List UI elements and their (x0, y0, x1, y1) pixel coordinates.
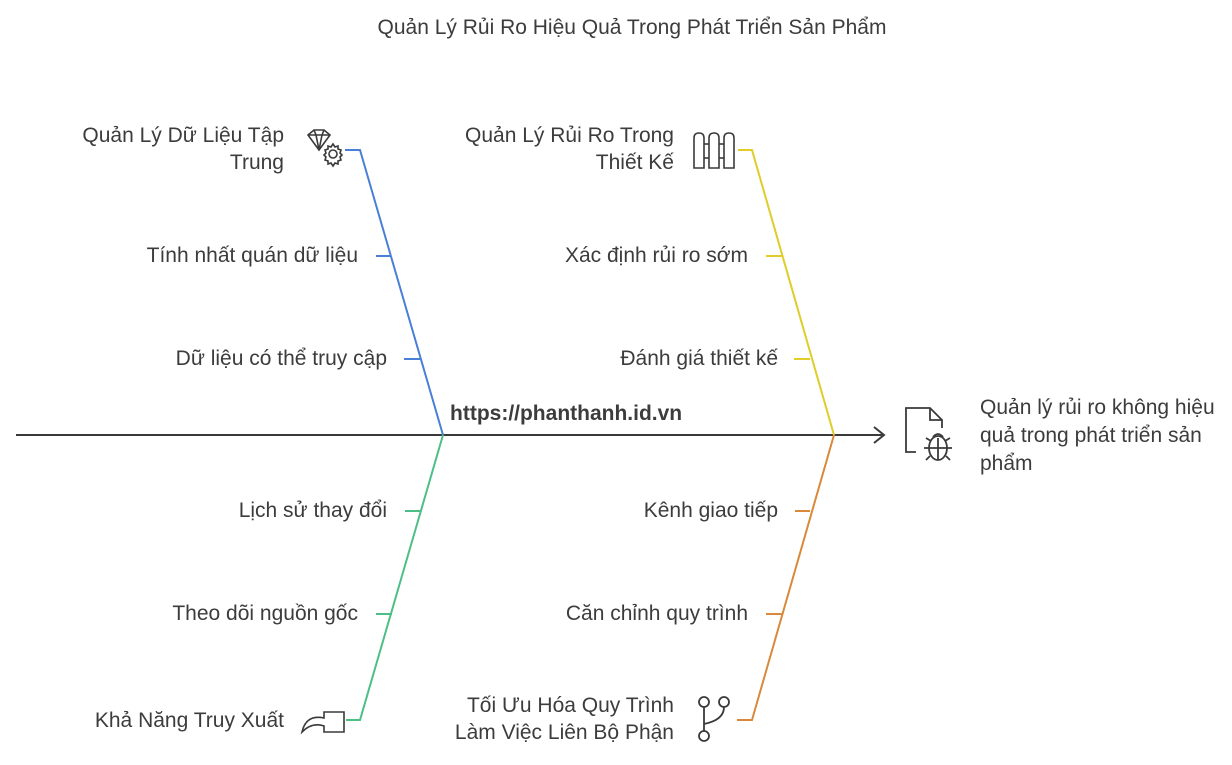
git-branch-icon (698, 696, 730, 742)
effect-problem: Quản lý rủi ro không hiệu quả trong phát… (980, 396, 1215, 475)
branch-title-data-management: Quản Lý Dữ Liệu Tập Trung (82, 124, 284, 174)
cause-early-risk: Xác định rủi ro sớm (564, 244, 748, 267)
fence-icon (693, 132, 735, 169)
cause-data-consistency: Tính nhất quán dữ liệu (146, 244, 358, 267)
branch-line-data-management (345, 149, 444, 436)
spine-arrowhead (873, 426, 886, 444)
gem-gear-icon (306, 129, 344, 168)
cause-source-tracking: Theo dõi nguồn gốc (172, 602, 358, 625)
branch-line-traceability (346, 434, 444, 721)
branch-title-traceability: Khả Năng Truy Xuất (94, 709, 284, 732)
cause-change-history: Lịch sử thay đổi (238, 499, 387, 522)
file-bug-icon (905, 407, 952, 461)
diagram-title: Quản Lý Rủi Ro Hiệu Quả Trong Phát Triển… (377, 16, 887, 39)
branch-line-design-risk (738, 149, 835, 436)
cause-data-access: Dữ liệu có thể truy cập (175, 347, 387, 370)
curved-arrow-icon (300, 711, 345, 735)
cause-process-align: Căn chỉnh quy trình (565, 602, 748, 625)
branch-title-design-risk: Quản Lý Rủi Ro Trong Thiết Kế (465, 124, 674, 174)
branch-line-workflow (737, 434, 835, 721)
cause-design-review: Đánh giá thiết kế (620, 347, 778, 370)
watermark-url: https://phanthanh.id.vn (450, 402, 683, 425)
branch-title-workflow: Tối Ưu Hóa Quy Trình Làm Việc Liên Bộ Ph… (454, 694, 674, 744)
cause-comm-channel: Kênh giao tiếp (643, 499, 778, 522)
